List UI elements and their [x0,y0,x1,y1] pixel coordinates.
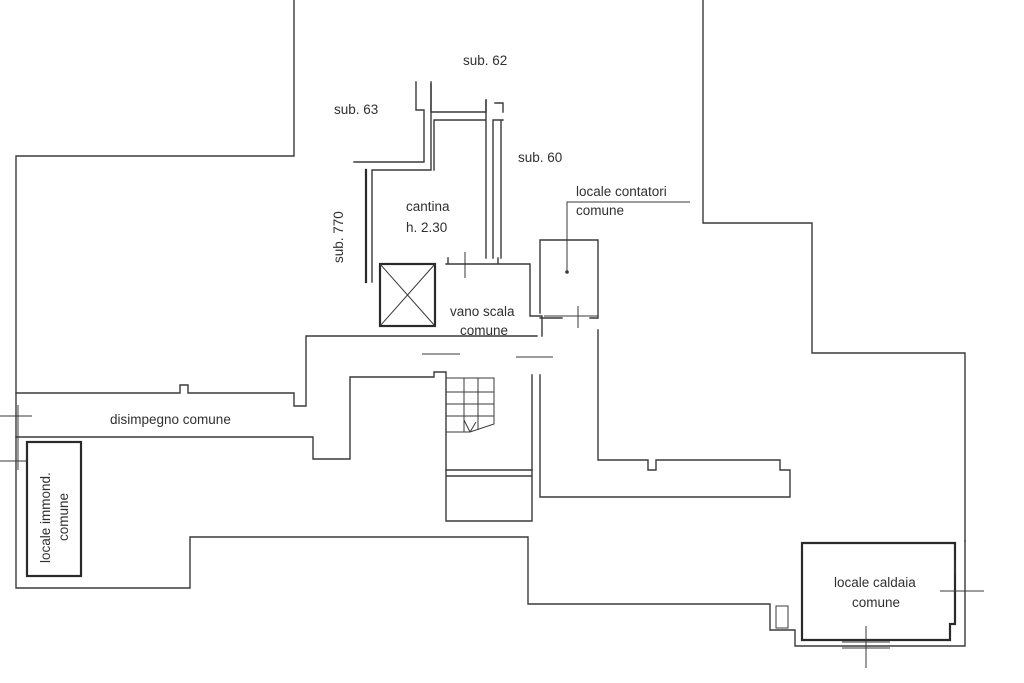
sub62-bracket [430,83,487,113]
label-meter-room-2: comune [576,203,624,218]
label-stair-hall-2: comune [460,323,508,338]
boiler-door [842,626,890,668]
cantina-wall-left [353,81,432,283]
label-sub63: sub. 63 [334,102,378,117]
corridor-wall-top [15,335,538,407]
label-boiler-room-2: comune [852,595,900,610]
boiler-niche [775,605,789,629]
label-meter-room-1: locale contatori [576,184,667,199]
meter-door [544,306,598,328]
cantina-wall-right [492,102,504,259]
corridor-wall-bottom [15,371,447,471]
elevator-shaft [378,262,437,328]
immond-room [25,440,83,578]
stair-hall-wall [445,257,543,337]
label-corridor: disimpegno comune [110,412,231,427]
label-boiler-room-1: locale caldaia [834,575,916,590]
label-waste-room-1: locale immond. [38,472,53,563]
label-sub62: sub. 62 [463,53,507,68]
label-waste-room-2: comune [56,493,71,541]
meter-leader [566,201,690,272]
meter-room [539,239,599,319]
elevator-cross [379,263,436,327]
meter-point [565,270,569,274]
label-sub770: sub. 770 [331,211,346,263]
label-cantina-height: h. 2.30 [406,220,447,235]
stair-arrow [463,419,477,433]
label-stair-hall-1: vano scala [450,304,515,319]
staircase [445,377,495,470]
stair-lower-box [445,469,533,522]
label-cantina: cantina [406,199,450,214]
outer-wall-right [702,0,966,542]
stair-right-wall [531,329,791,498]
label-sub60: sub. 60 [518,150,562,165]
boiler-tick-right [940,560,984,592]
outer-wall [15,0,966,647]
stair-gap-marks [422,353,553,358]
boiler-room [800,541,957,642]
